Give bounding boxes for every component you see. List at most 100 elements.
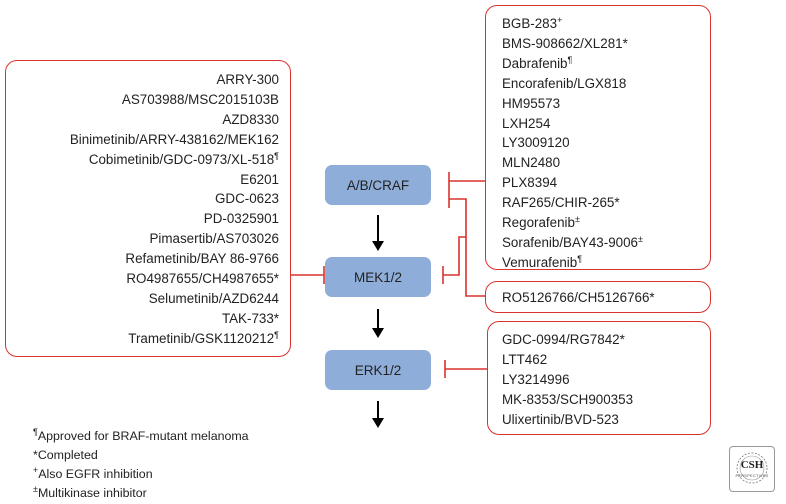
raf-inhibitor-item-name: Vemurafenib [502,254,578,270]
footnote-mark: ± [574,214,580,225]
raf-inhibitor-item-name: LY3009120 [502,135,570,151]
raf-inhibitor-item-name: Dabrafenib [502,55,568,71]
raf-inhibitor-item: LY3009120 [502,133,710,153]
raf-inhibitor-item: BMS-908662/XL281* [502,34,710,54]
mek-inhibitor-item-name: Cobimetinib/GDC-0973/XL-518 [88,151,275,167]
legend-item: *Completed [33,446,249,465]
logo-title: CSH [740,459,764,471]
dual-raf-mek-inhibitor-box: RO5126766/CH5126766* [485,281,711,313]
mek-inhibitor-item: RO4987655/CH4987655* [6,269,279,289]
mek-inhibitor-item-name: Binimetinib/ARRY-438162/MEK162 [69,131,279,147]
footnote-mark: + [557,15,563,25]
activation-arrow-raf-to-mek [372,215,384,251]
raf-inhibitor-item: HM95573 [502,94,710,114]
raf-inhibitor-item: LXH254 [502,114,710,134]
inhibition-line-raf [448,172,485,190]
legend-text: *Completed [33,448,98,462]
mek-inhibitor-item-name: RO4987655/CH4987655* [126,271,279,287]
mek-inhibitor-item-name: PD-0325901 [203,211,279,227]
erk-inhibitor-item: MK-8353/SCH900353 [502,390,710,410]
mek-inhibitor-item-name: Refametinib/BAY 86-9766 [125,251,279,267]
inhibition-line-erk [444,360,487,378]
raf-inhibitor-item-name: BMS-908662/XL281* [502,35,628,51]
mek-inhibitor-item-name: TAK-733* [221,310,279,326]
legend-item: ¶Approved for BRAF-mutant melanoma [33,427,249,446]
mek-inhibitor-item: AZD8330 [6,110,279,130]
mek-inhibitor-item: TAK-733* [6,309,279,329]
erk-inhibitor-item-name: Ulixertinib/BVD-523 [502,411,619,427]
erk-node: ERK1/2 [325,350,431,390]
mek-inhibitor-item-name: AS703988/MSC2015103B [121,91,279,107]
mek-inhibitor-item-name: Selumetinib/AZD6244 [148,290,279,306]
raf-inhibitor-item: RAF265/CHIR-265* [502,193,710,213]
mek-inhibitor-item-name: E6201 [240,171,279,187]
csh-perspectives-logo: CSH PERSPECTIVES [729,446,775,492]
raf-inhibitor-item: Encorafenib/LGX818 [502,74,710,94]
raf-inhibitor-item-name: PLX8394 [502,175,558,191]
erk-inhibitor-item-name: GDC-0994/RG7842* [502,332,625,347]
mek-inhibitor-item: GDC-0623 [6,189,279,209]
inhibition-line-mek [291,266,325,284]
footnote-mark: ¶ [577,253,583,264]
raf-inhibitor-item: Vemurafenib¶ [502,253,710,273]
erk-inhibitor-item-name: LTT462 [502,351,548,367]
erk-inhibitor-item-name: MK-8353/SCH900353 [502,391,634,407]
mek-inhibitor-item: Refametinib/BAY 86-9766 [6,249,279,269]
erk-inhibitor-item: LY3214996 [502,370,710,390]
dual-inhibitor-name: RO5126766/CH5126766* [502,290,655,305]
legend-mark: + [33,465,39,475]
legend-text: Approved for BRAF-mutant melanoma [37,429,249,443]
footnote-mark: ¶ [567,54,573,65]
erk-inhibitor-item: LTT462 [502,350,710,370]
raf-inhibitor-item-name: Sorafenib/BAY43-9006 [502,234,638,250]
raf-inhibitor-item: Regorafenib± [502,213,710,233]
inhibition-line-dual [442,190,485,297]
raf-inhibitor-item: BGB-283+ [502,14,710,34]
raf-inhibitor-item-name: RAF265/CHIR-265* [502,195,620,211]
legend-text: Also EGFR inhibition [38,467,153,481]
footnote-mark: ± [638,233,643,244]
mek-inhibitor-item: AS703988/MSC2015103B [6,90,279,110]
legend-mark: ¶ [33,427,38,437]
mek-inhibitor-item: Cobimetinib/GDC-0973/XL-518¶ [6,150,279,170]
raf-node: A/B/CRAF [325,165,431,205]
legend-text: Multikinase inhibitor [37,486,147,500]
mek-inhibitor-item-name: Trametinib/GSK1120212 [128,330,275,346]
raf-inhibitor-item-name: LXH254 [502,115,551,131]
raf-inhibitor-item: Sorafenib/BAY43-9006± [502,233,710,253]
raf-inhibitor-box: BGB-283+BMS-908662/XL281*Dabrafenib¶Enco… [485,5,711,270]
mek-inhibitor-item: PD-0325901 [6,209,279,229]
raf-inhibitor-item-name: HM95573 [502,95,561,111]
mek-node: MEK1/2 [325,257,431,297]
raf-inhibitor-item: PLX8394 [502,173,710,193]
activation-arrow-mek-to-erk [372,309,384,338]
legend-item: +Also EGFR inhibition [33,465,249,484]
erk-inhibitor-item: GDC-0994/RG7842* [502,330,710,350]
raf-inhibitor-item-name: MLN2480 [502,155,561,171]
raf-inhibitor-item: Dabrafenib¶ [502,54,710,74]
footnote-mark: ¶ [274,150,279,161]
legend-mark: ± [33,484,38,494]
mek-inhibitor-item: Selumetinib/AZD6244 [6,289,279,309]
mek-inhibitor-item: ARRY-300 [6,70,279,90]
mek-inhibitor-item: E6201 [6,170,279,190]
erk-inhibitor-item: Ulixertinib/BVD-523 [502,410,710,430]
raf-inhibitor-list: BGB-283+BMS-908662/XL281*Dabrafenib¶Enco… [502,14,710,273]
mek-inhibitor-item-name: ARRY-300 [216,72,279,87]
mek-inhibitor-item-name: AZD8330 [222,111,279,127]
legend-list: ¶Approved for BRAF-mutant melanoma *Compl… [33,427,249,503]
mek-inhibitor-item-name: Pimasertib/AS703026 [149,231,279,247]
raf-inhibitor-item-name: Encorafenib/LGX818 [502,75,627,91]
raf-inhibitor-item-name: BGB-283 [502,16,558,31]
mek-inhibitor-item-name: GDC-0623 [214,191,279,207]
logo-subtitle: PERSPECTIVES [735,473,769,478]
logo-emblem [736,452,768,484]
mek-inhibitor-item: Binimetinib/ARRY-438162/MEK162 [6,130,279,150]
raf-inhibitor-item-name: Regorafenib [502,215,575,231]
legend-item: ±Multikinase inhibitor [33,484,249,503]
